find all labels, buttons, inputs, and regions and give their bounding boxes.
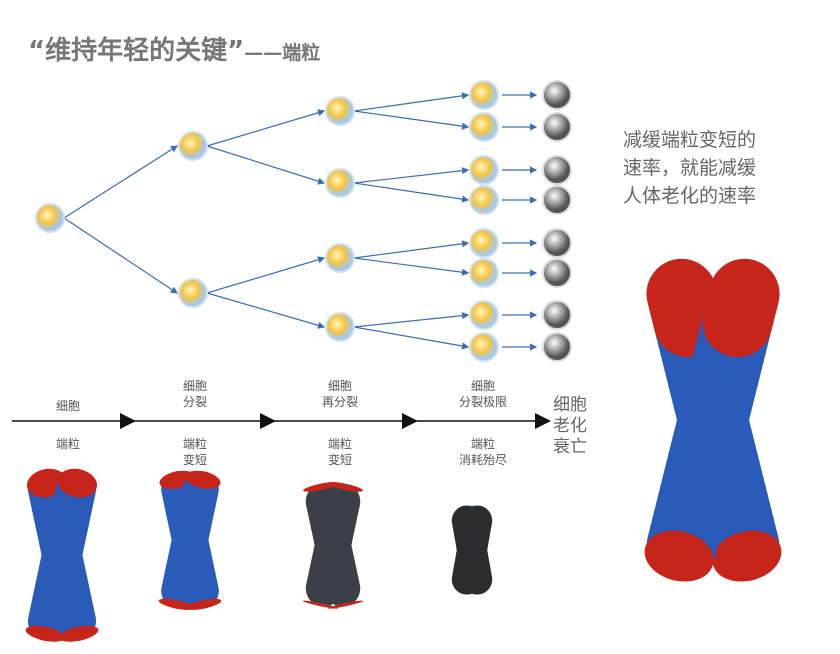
cell-icon bbox=[178, 131, 208, 161]
cell-icon bbox=[469, 228, 499, 258]
division-arrow bbox=[206, 109, 326, 147]
cell-icon bbox=[325, 312, 355, 342]
chromosome-icon bbox=[644, 258, 782, 582]
senescent-cell-icon bbox=[542, 185, 572, 215]
senescent-cell-icon bbox=[542, 300, 572, 330]
senescent-cell-icon bbox=[542, 112, 572, 142]
cell-icon bbox=[469, 332, 499, 362]
stage-telomere-label: 端粒 消耗殆尽 bbox=[458, 437, 507, 467]
side-line: 减缓端粒变短的 bbox=[623, 129, 757, 151]
cell-icon bbox=[469, 112, 499, 142]
cell-icon bbox=[469, 155, 499, 185]
stage-telomere-label: 端粒 bbox=[55, 437, 80, 451]
cell-icon bbox=[325, 96, 355, 126]
division-arrow bbox=[353, 167, 470, 184]
division-arrow bbox=[63, 145, 179, 219]
chromosome-icon bbox=[451, 505, 493, 595]
division-arrow bbox=[63, 217, 178, 294]
chromosome-icon bbox=[158, 470, 222, 610]
division-arrow bbox=[353, 92, 470, 112]
page-title: “维持年轻的关键”——端粒 bbox=[28, 36, 321, 66]
cell-icon bbox=[35, 203, 65, 233]
cell-icon bbox=[469, 300, 499, 330]
division-arrow bbox=[353, 312, 470, 328]
end-label: 细胞老化衰亡 bbox=[553, 395, 587, 457]
side-caption: 减缓端粒变短的 速率，就能减缓 人体老化的速率 bbox=[623, 126, 803, 210]
stage-telomere-label: 端粒 变短 bbox=[327, 437, 352, 467]
senescent-cell-icon bbox=[542, 258, 572, 288]
cell-icon bbox=[469, 258, 499, 288]
senescent-cell-icon bbox=[542, 228, 572, 258]
chromosome-icon bbox=[25, 468, 99, 642]
division-arrow bbox=[353, 240, 470, 259]
timeline-arrow bbox=[12, 413, 551, 429]
cell-icon bbox=[469, 80, 499, 110]
senescent-cell-icon bbox=[542, 80, 572, 110]
stage-telomere-label: 端粒 变短 bbox=[182, 437, 207, 467]
side-line: 人体老化的速率 bbox=[623, 185, 757, 207]
stage-cell-label: 细胞 分裂极限 bbox=[458, 379, 507, 409]
division-arrow bbox=[206, 292, 326, 329]
stage-cell-label: 细胞 再分裂 bbox=[321, 379, 358, 409]
division-arrow bbox=[206, 256, 326, 294]
division-arrow bbox=[353, 110, 470, 130]
chromosome-icon bbox=[302, 482, 364, 609]
side-line: 速率，就能减缓 bbox=[623, 157, 757, 179]
senescent-cell-icon bbox=[542, 155, 572, 185]
cell-icon bbox=[325, 243, 355, 273]
cell-icon bbox=[469, 185, 499, 215]
division-arrow bbox=[206, 145, 326, 185]
senescent-cell-icon bbox=[542, 332, 572, 362]
cell-icon bbox=[178, 278, 208, 308]
stage-cell-label: 细胞 bbox=[55, 399, 80, 413]
division-arrow bbox=[353, 257, 470, 276]
stage-cell-label: 细胞 分裂 bbox=[182, 379, 207, 409]
division-arrow bbox=[353, 326, 470, 350]
cell-icon bbox=[325, 168, 355, 198]
division-arrow bbox=[353, 182, 470, 203]
